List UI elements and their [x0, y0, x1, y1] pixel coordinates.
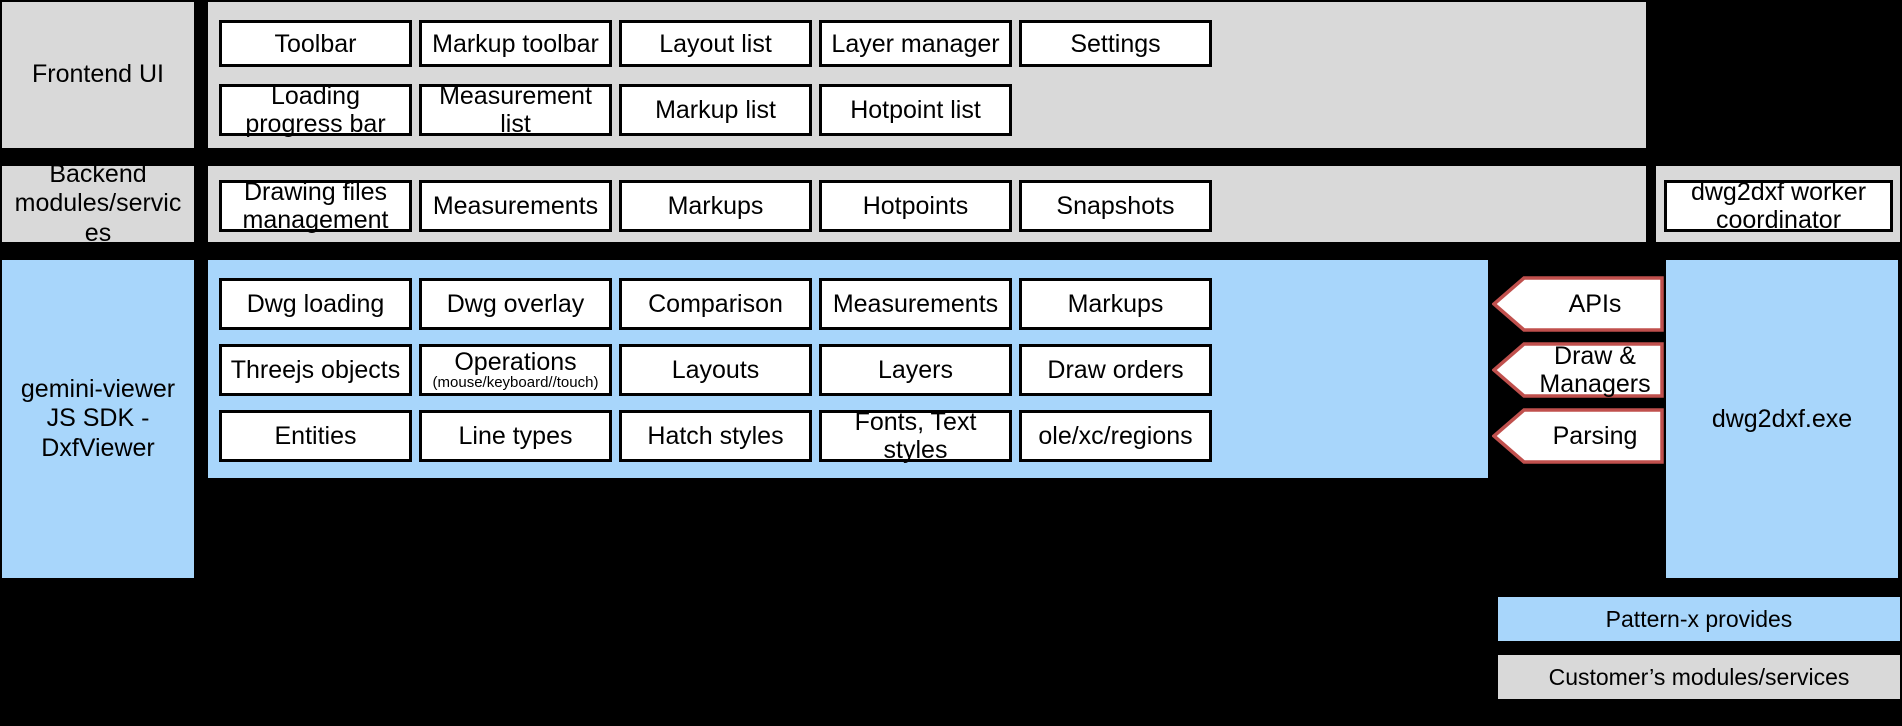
cell-loading-progress-bar-label-line2: progress bar: [245, 110, 386, 138]
cell-markups-sdk[interactable]: Markups: [1019, 278, 1212, 330]
callout-draw-and-managers-shape: [1491, 342, 1664, 398]
cell-comparison-label: Comparison: [648, 290, 783, 318]
cell-markup-toolbar[interactable]: Markup toolbar: [419, 20, 612, 67]
callout-parsing[interactable]: Parsing: [1491, 408, 1664, 464]
cell-layout-list[interactable]: Layout list: [619, 20, 812, 67]
cell-toolbar-label: Toolbar: [274, 29, 357, 58]
cell-markup-toolbar-label: Markup toolbar: [432, 29, 599, 58]
cell-toolbar[interactable]: Toolbar: [219, 20, 412, 67]
cell-comparison[interactable]: Comparison: [619, 278, 812, 330]
legend-item-customer-modules-services-label: Customer’s modules/services: [1548, 663, 1850, 690]
exe-block-dwg2dxf: dwg2dxf.exe: [1666, 260, 1898, 578]
cell-fonts-text-styles-line2: styles: [883, 436, 948, 464]
cell-dwg2dxf-worker-coordinator-line2: coordinator: [1715, 206, 1842, 234]
cell-dwg2dxf-worker-coordinator[interactable]: dwg2dxf worker coordinator: [1664, 178, 1893, 234]
cell-settings[interactable]: Settings: [1019, 20, 1212, 67]
row-label-gemini-viewer-js-sdk: gemini-viewer JS SDK - DxfViewer: [2, 260, 194, 578]
cell-layout-list-label: Layout list: [659, 29, 772, 58]
cell-fonts-text-styles-line1: Fonts, Text: [854, 408, 977, 436]
cell-hatch-styles-label: Hatch styles: [647, 422, 784, 450]
cell-dwg-loading[interactable]: Dwg loading: [219, 278, 412, 330]
cell-markup-list[interactable]: Markup list: [619, 84, 812, 136]
cell-markup-list-label: Markup list: [655, 96, 776, 124]
cell-settings-label: Settings: [1070, 29, 1161, 58]
cell-line-types[interactable]: Line types: [419, 410, 612, 462]
callout-draw-and-managers-line2: Managers: [1539, 370, 1651, 398]
cell-threejs-objects-label: Threejs objects: [230, 356, 401, 384]
cell-hotpoints-backend-label: Hotpoints: [862, 192, 969, 220]
cell-measurements-sdk-label: Measurements: [832, 290, 999, 318]
cell-hatch-styles[interactable]: Hatch styles: [619, 410, 812, 462]
cell-measurements-backend[interactable]: Measurements: [419, 180, 612, 232]
cell-ole-xc-regions[interactable]: ole/xc/regions: [1019, 410, 1212, 462]
cell-measurement-list-label-line2: list: [500, 110, 531, 138]
cell-hotpoint-list-label: Hotpoint list: [850, 96, 981, 124]
legend-item-pattern-x-provides: Pattern-x provides: [1498, 597, 1900, 641]
cell-layers-label: Layers: [877, 356, 954, 384]
cell-entities[interactable]: Entities: [219, 410, 412, 462]
cell-dwg-overlay[interactable]: Dwg overlay: [419, 278, 612, 330]
exe-block-dwg2dxf-label: dwg2dxf.exe: [1711, 404, 1853, 433]
row-label-sdk-line2: JS SDK -: [46, 404, 150, 433]
row-label-frontend-ui: Frontend UI: [2, 2, 194, 148]
cell-measurement-list-label-line1: Measurement: [439, 82, 592, 110]
cell-layouts-label: Layouts: [671, 356, 760, 384]
cell-hotpoints-backend[interactable]: Hotpoints: [819, 180, 1012, 232]
callout-parsing-label: Parsing: [1552, 422, 1638, 450]
callout-apis-label: APIs: [1568, 290, 1622, 318]
cell-line-types-label: Line types: [458, 422, 573, 450]
row-label-sdk-line3: DxfViewer: [41, 433, 155, 462]
cell-layer-manager-label: Layer manager: [831, 29, 1000, 58]
cell-markups-backend[interactable]: Markups: [619, 180, 812, 232]
legend-item-customer-modules-services: Customer’s modules/services: [1498, 655, 1900, 699]
cell-layouts[interactable]: Layouts: [619, 344, 812, 396]
cell-drawing-files-management-line2: management: [242, 206, 389, 234]
cell-hotpoint-list[interactable]: Hotpoint list: [819, 84, 1012, 136]
callout-parsing-shape: [1491, 408, 1664, 464]
cell-markups-backend-label: Markups: [667, 192, 764, 220]
callout-draw-and-managers-line1: Draw &: [1554, 342, 1636, 370]
cell-loading-progress-bar[interactable]: Loading progress bar: [219, 82, 412, 138]
cell-markups-sdk-label: Markups: [1067, 290, 1164, 318]
cell-measurements-sdk[interactable]: Measurements: [819, 278, 1012, 330]
cell-draw-orders-label: Draw orders: [1047, 356, 1184, 384]
cell-layers[interactable]: Layers: [819, 344, 1012, 396]
cell-draw-orders[interactable]: Draw orders: [1019, 344, 1212, 396]
cell-snapshots-backend[interactable]: Snapshots: [1019, 180, 1212, 232]
cell-measurement-list[interactable]: Measurement list: [419, 82, 612, 138]
row-label-frontend-ui-text: Frontend UI: [31, 60, 164, 89]
cell-measurements-backend-label: Measurements: [432, 192, 599, 220]
cell-drawing-files-management-line1: Drawing files: [243, 178, 388, 206]
cell-entities-label: Entities: [274, 422, 357, 450]
cell-ole-xc-regions-label: ole/xc/regions: [1038, 422, 1193, 450]
cell-operations-sublabel: (mouse/keyboard//touch): [432, 374, 599, 392]
cell-layer-manager[interactable]: Layer manager: [819, 20, 1012, 67]
cell-fonts-text-styles[interactable]: Fonts, Text styles: [819, 408, 1012, 464]
cell-drawing-files-management[interactable]: Drawing files management: [219, 178, 412, 234]
callout-apis[interactable]: APIs: [1491, 276, 1664, 332]
cell-loading-progress-bar-label-line1: Loading: [271, 82, 360, 110]
cell-dwg-overlay-label: Dwg overlay: [446, 290, 585, 318]
callout-apis-shape: [1491, 276, 1664, 332]
cell-dwg2dxf-worker-coordinator-line1: dwg2dxf worker: [1690, 178, 1867, 206]
legend-item-pattern-x-provides-label: Pattern-x provides: [1605, 605, 1793, 632]
row-label-backend-line1: Backend: [49, 159, 147, 188]
row-label-backend-line3: es: [84, 218, 112, 247]
row-label-backend-modules-services: Backend modules/servic es: [2, 160, 194, 247]
cell-dwg-loading-label: Dwg loading: [246, 290, 385, 318]
callout-draw-and-managers[interactable]: Draw & Managers: [1491, 342, 1664, 398]
cell-snapshots-backend-label: Snapshots: [1056, 192, 1175, 220]
row-label-sdk-line1: gemini-viewer: [20, 374, 176, 403]
cell-operations-label: Operations: [454, 348, 577, 377]
cell-threejs-objects[interactable]: Threejs objects: [219, 344, 412, 396]
row-label-backend-line2: modules/servic: [14, 189, 182, 218]
cell-operations[interactable]: Operations (mouse/keyboard//touch): [419, 344, 612, 396]
